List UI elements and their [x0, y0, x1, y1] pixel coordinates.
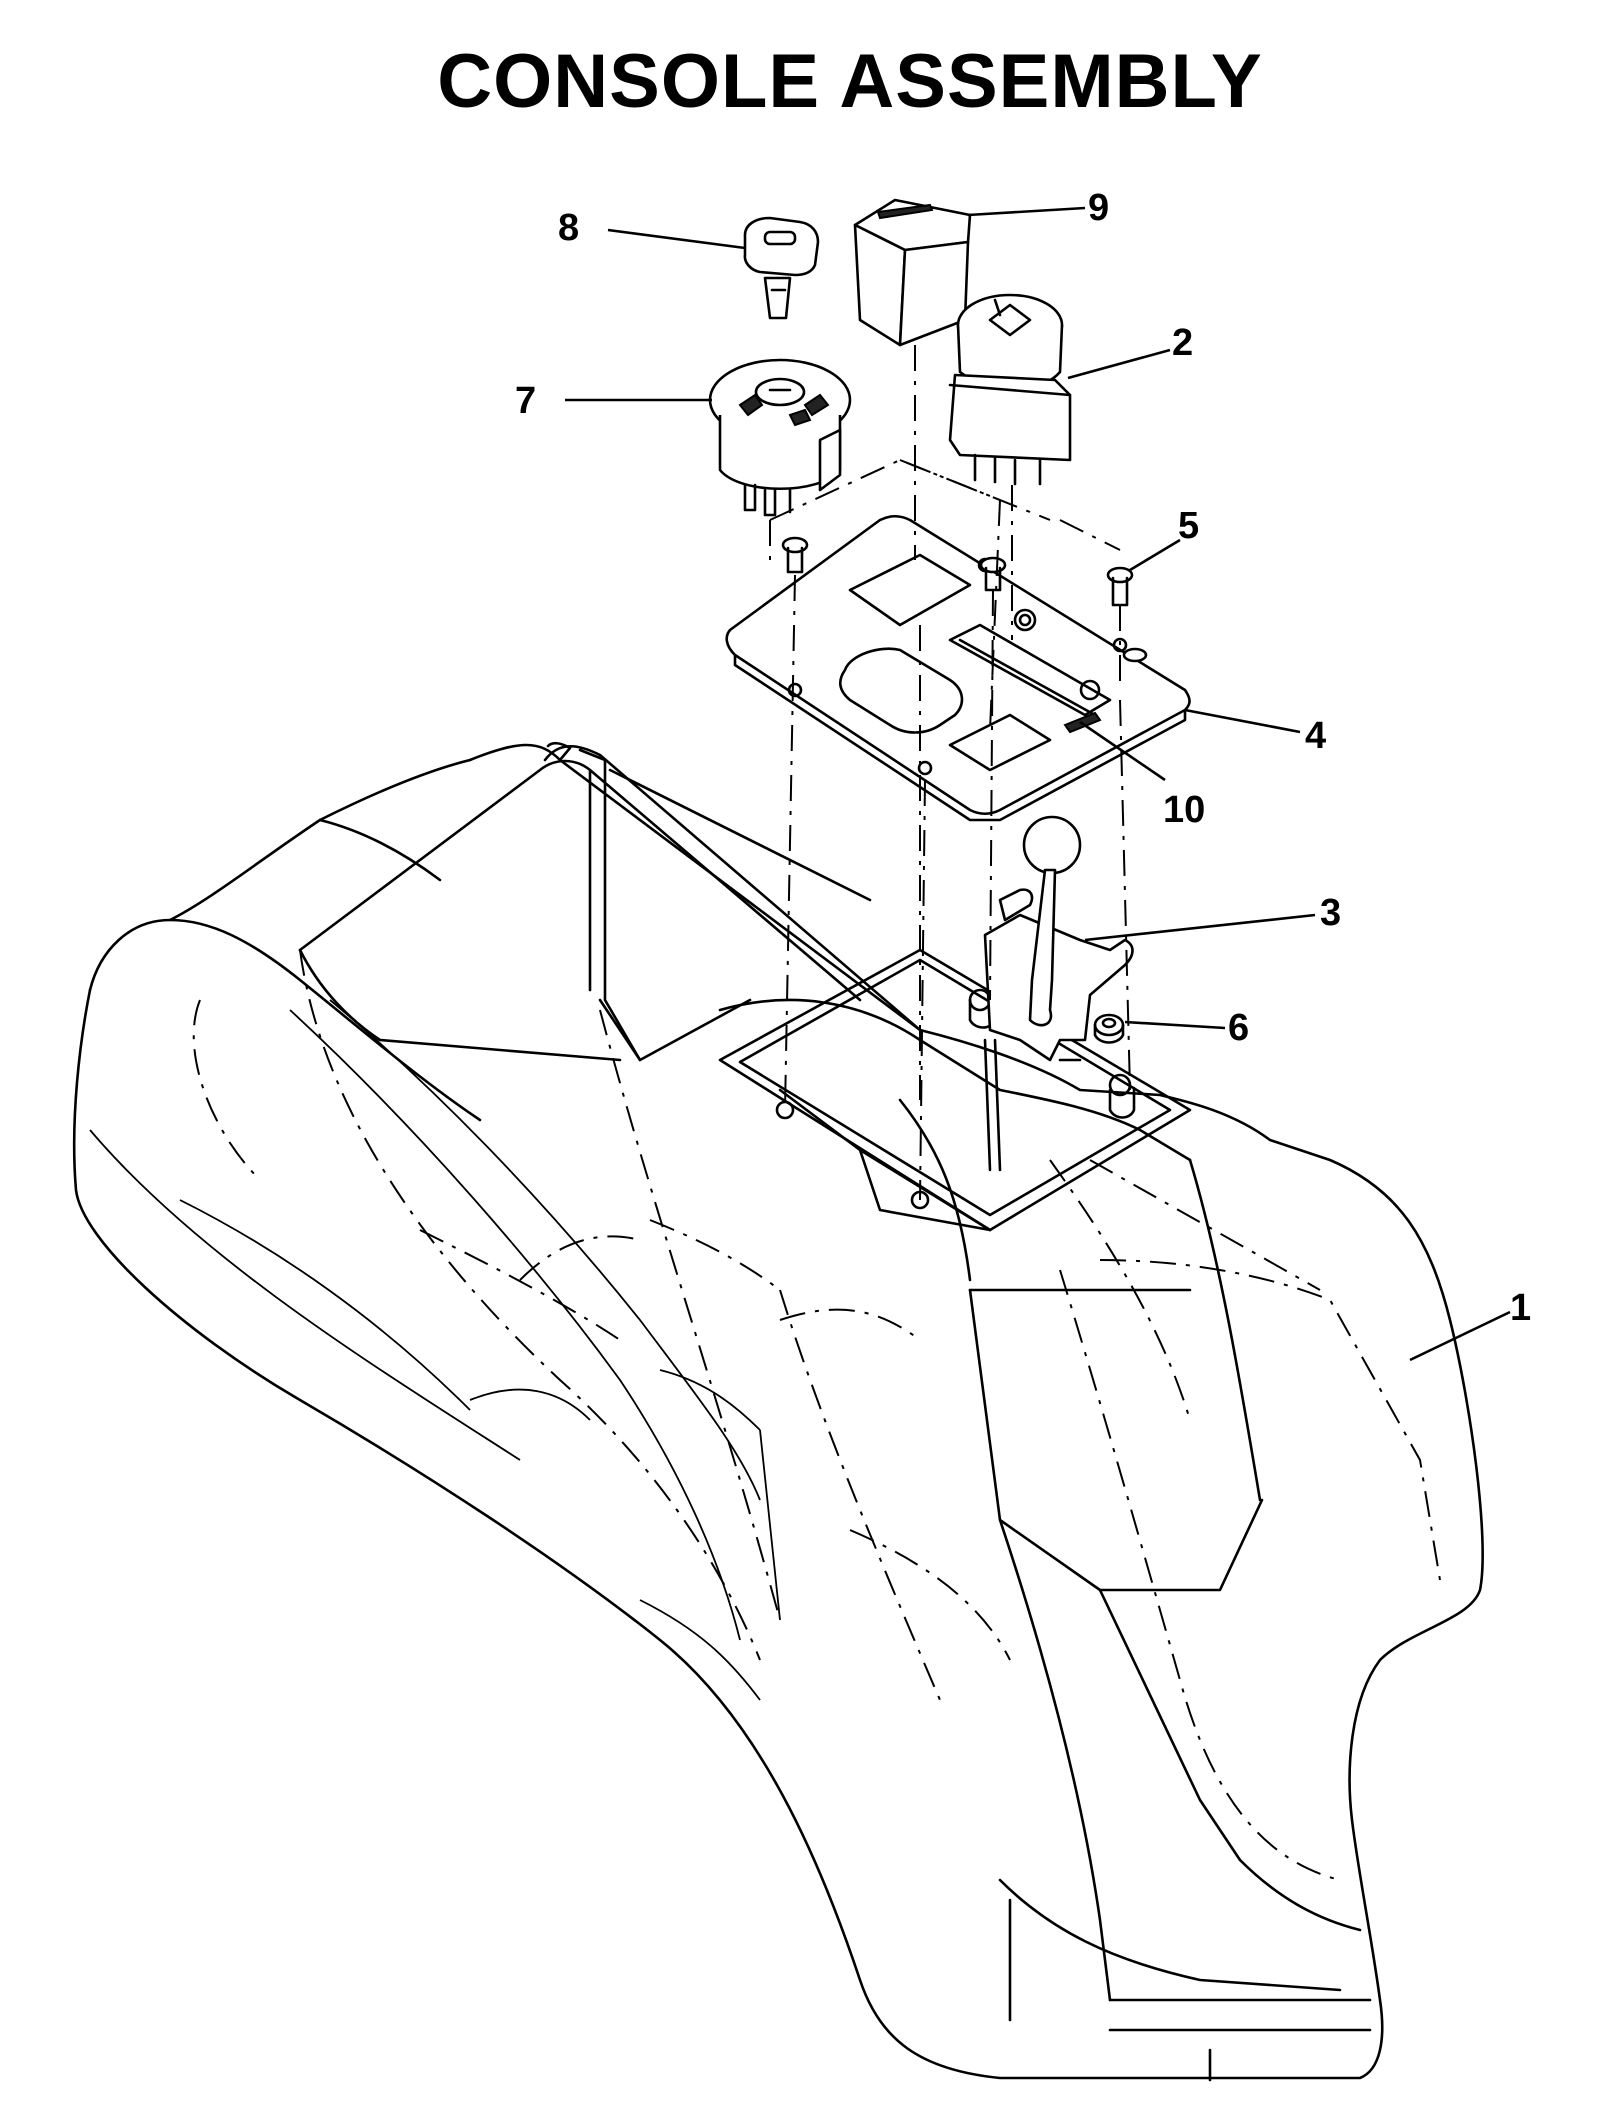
screws-part — [781, 536, 1148, 663]
mounting-plate-part — [725, 514, 1191, 822]
callout-label-4: 4 — [1305, 715, 1326, 757]
screw-right — [1106, 566, 1134, 607]
callout-label-10: 10 — [1163, 789, 1205, 831]
hour-meter-part — [853, 198, 972, 347]
callout-3: 3 — [1084, 892, 1341, 942]
callout-label-2: 2 — [1172, 322, 1193, 364]
callout-2: 2 — [1067, 322, 1193, 380]
callout-label-1: 1 — [1510, 1287, 1531, 1329]
callout-4: 4 — [1184, 708, 1326, 757]
callout-label-8: 8 — [558, 207, 579, 249]
console-front-opening — [718, 948, 1192, 1232]
callout-5: 5 — [1129, 505, 1199, 572]
ignition-key-part — [743, 216, 820, 320]
callout-label-7: 7 — [515, 380, 536, 422]
callout-label-6: 6 — [1228, 1007, 1249, 1049]
callout-9: 9 — [967, 187, 1109, 229]
callout-6: 6 — [1124, 1007, 1249, 1049]
callout-label-5: 5 — [1178, 505, 1199, 547]
callout-8: 8 — [558, 207, 746, 250]
throttle-lever-bracket-part — [983, 815, 1134, 1172]
hex-nut-part — [1093, 1013, 1125, 1044]
callout-10: 10 — [1079, 720, 1205, 831]
callout-7: 7 — [515, 380, 712, 422]
callout-1: 1 — [1409, 1287, 1531, 1362]
callout-label-3: 3 — [1320, 892, 1341, 934]
callout-label-9: 9 — [1088, 187, 1109, 229]
screw-front — [1122, 647, 1148, 663]
assembly-centerlines — [769, 345, 1131, 1201]
pto-switch-part — [948, 293, 1072, 486]
ignition-switch-part — [708, 358, 852, 517]
console-shell-part — [72, 741, 1484, 2082]
screw-left — [781, 536, 809, 574]
diagram-title: CONSOLE ASSEMBLY — [437, 39, 1263, 124]
